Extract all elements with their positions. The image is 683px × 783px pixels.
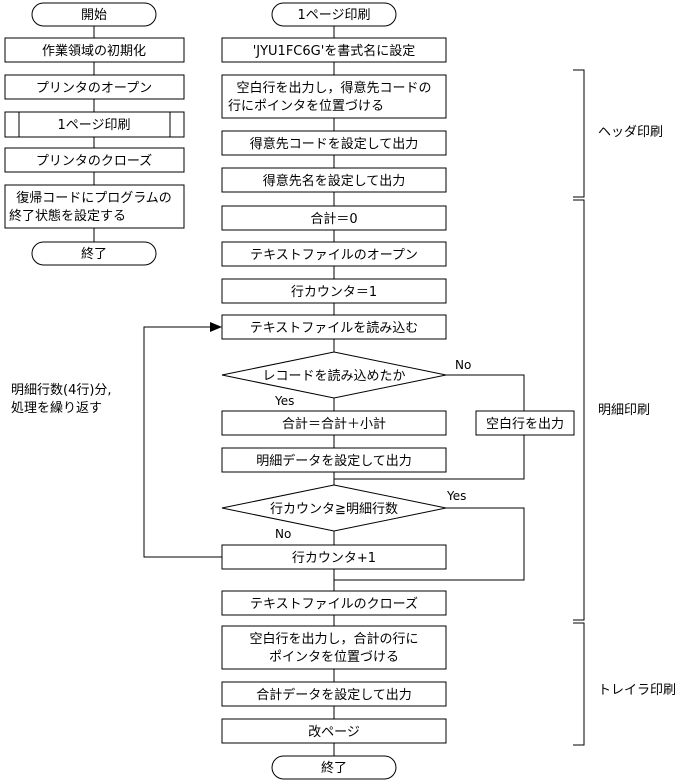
record-yes-label: Yes — [274, 394, 294, 408]
read-text-file-label: テキストファイルを読み込む — [250, 320, 419, 336]
customer-name-label: 得意先名を設定して出力 — [263, 173, 406, 189]
sub-end-label: 終了 — [321, 760, 347, 776]
print-page-subroutine — [4, 111, 185, 138]
detail-output-process — [221, 447, 447, 473]
open-printer-label: プリンタのオープン — [36, 81, 152, 96]
blank-output-label: 空白行を出力 — [486, 416, 564, 432]
detail-output-label: 明細データを設定して出力 — [256, 453, 412, 469]
branch-labels: No Yes Yes No — [274, 358, 471, 541]
open-text-file-label: テキストファイルのオープン — [250, 248, 418, 263]
blank-line-1-label-1: 空白行を出力し，得意先コードの — [236, 80, 431, 96]
counter-increment-process — [221, 544, 447, 570]
blank-line-2-process — [221, 625, 447, 670]
counter-yes-label: Yes — [446, 489, 466, 503]
subroutine-connectors — [143, 26, 525, 756]
main-end-label: 終了 — [81, 246, 107, 262]
init-process — [4, 37, 185, 63]
counter-decision-label: 行カウンタ≧明細行数 — [270, 502, 398, 517]
set-return-code-label-2: 終了状態を設定する — [9, 208, 126, 224]
blank-output-process — [475, 410, 575, 436]
blank-line-2-label-2: ポインタを位置づける — [269, 650, 399, 665]
set-form-name-label: 'JYU1FC6G'を書式名に設定 — [253, 43, 416, 59]
page-break-process — [221, 718, 447, 744]
total-output-process — [221, 681, 447, 707]
detail-bracket — [573, 199, 585, 621]
subroutine: 1ページ印刷 'JYU1FC6G'を書式名に設定 空白行を出力し，得意先コードの… — [221, 2, 575, 780]
total-output-label: 合計データを設定して出力 — [256, 687, 412, 703]
page-break-label: 改ページ — [308, 725, 360, 740]
close-text-file-label: テキストファイルのクローズ — [250, 596, 418, 612]
init-label: 作業領域の初期化 — [42, 43, 146, 59]
print-page-label: 1ページ印刷 — [57, 118, 130, 133]
set-return-code-process — [4, 184, 185, 229]
main-start-terminal — [31, 2, 157, 27]
total-zero-process — [221, 205, 447, 231]
sub-end-terminal — [271, 755, 397, 780]
total-zero-label: 合計＝0 — [310, 211, 357, 227]
close-text-file-process — [221, 590, 447, 616]
set-form-name-process — [221, 37, 447, 63]
total-sum-process — [221, 410, 447, 436]
sub-start-label: 1ページ印刷 — [297, 8, 370, 23]
section-brackets: ヘッダ印刷 明細印刷 トレイラ印刷 — [573, 69, 676, 746]
trailer-bracket — [573, 622, 585, 746]
blank-line-2-label-1: 空白行を出力し，合計の行に — [249, 631, 418, 647]
counter-one-process — [221, 278, 447, 304]
close-printer-process — [4, 147, 185, 173]
blank-line-1-label-2: 行にポインタを位置づける — [228, 99, 384, 114]
blank-line-1-process — [221, 74, 447, 119]
detail-section-label: 明細印刷 — [598, 403, 650, 418]
open-text-file-process — [221, 241, 447, 267]
counter-one-label: 行カウンタ＝1 — [291, 285, 377, 300]
main-end-terminal — [31, 241, 157, 266]
header-section-label: ヘッダ印刷 — [598, 125, 663, 140]
trailer-section-label: トレイラ印刷 — [598, 683, 676, 698]
set-return-code-label-1: 復帰コードにプログラムの — [16, 190, 172, 206]
read-text-file-process — [221, 314, 447, 340]
record-no-label: No — [455, 358, 471, 372]
main-start-label: 開始 — [81, 8, 107, 23]
close-printer-label: プリンタのクローズ — [36, 153, 152, 169]
counter-no-label: No — [275, 527, 291, 541]
counter-decision — [221, 484, 447, 532]
main-flow: 開始 作業領域の初期化 プリンタのオープン 1ページ印刷 プリンタのクローズ 復… — [4, 2, 185, 266]
loop-note-line-2: 処理を繰り返す — [11, 401, 102, 416]
customer-name-process — [221, 167, 447, 193]
header-bracket — [573, 69, 585, 198]
loop-note: 明細行数(4行)分, 処理を繰り返す — [11, 383, 112, 416]
record-read-decision — [221, 351, 447, 399]
customer-code-label: 得意先コードを設定して出力 — [250, 136, 419, 152]
total-sum-label: 合計＝合計＋小計 — [282, 416, 386, 432]
customer-code-process — [221, 130, 447, 156]
record-read-decision-label: レコードを読み込めたか — [262, 368, 405, 384]
open-printer-process — [4, 74, 185, 100]
sub-start-terminal — [271, 2, 397, 27]
counter-increment-label: 行カウンタ+1 — [292, 551, 376, 566]
loop-note-line-1: 明細行数(4行)分, — [11, 383, 112, 398]
